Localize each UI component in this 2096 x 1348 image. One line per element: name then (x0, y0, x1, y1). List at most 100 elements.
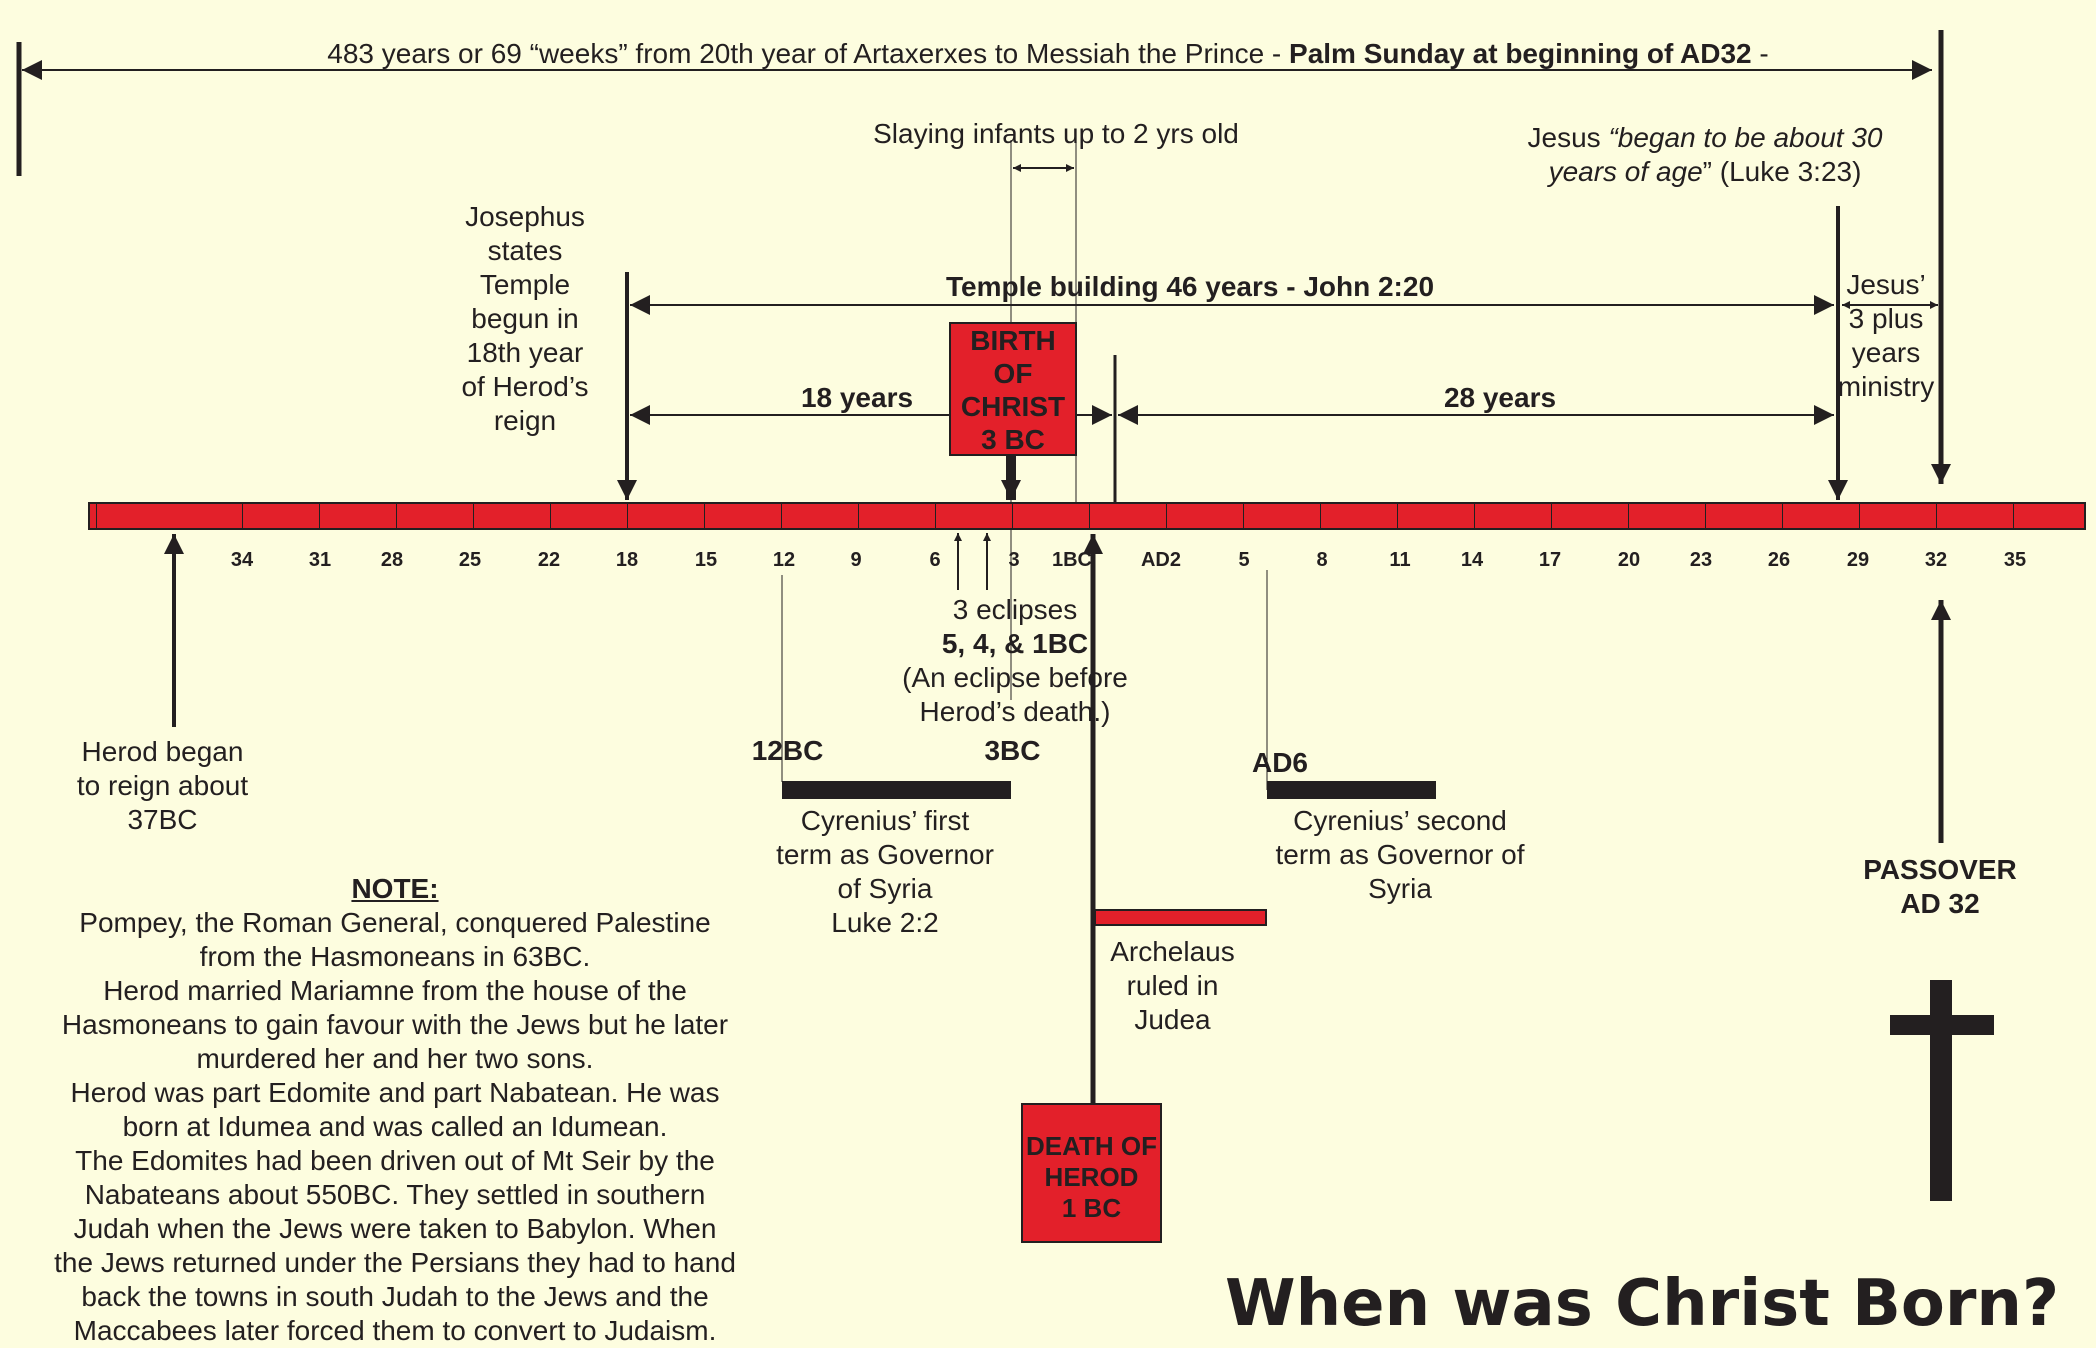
death-box-line: 1 BC (1061, 1193, 1122, 1223)
note-line: murdered her and her two sons. (196, 1043, 594, 1074)
herod-began-line: to reign about (76, 770, 249, 801)
cyrenius2-label: Cyrenius’ second term as Governor of Syr… (1255, 804, 1545, 906)
archelaus-line: ruled in (1126, 970, 1219, 1001)
eclipses-label: 3 eclipses 5, 4, & 1BC (An eclipse befor… (860, 593, 1170, 729)
note-line: born at Idumea and was called an Idumean… (122, 1111, 668, 1142)
cyrenius1-line: Cyrenius’ first (800, 805, 970, 836)
cyrenius1-start-label: 12BC (751, 735, 824, 766)
tick-label: 15 (694, 549, 718, 571)
birth-of-christ-box: BIRTH OF CHRIST 3 BC (949, 322, 1077, 456)
tick-label: 26 (1767, 549, 1791, 571)
birth-box-line: 3 BC (981, 424, 1045, 455)
tick-label: 3 (1008, 549, 1020, 571)
note-line: Maccabees later forced them to convert t… (73, 1315, 717, 1346)
josephus-line: Josephus (465, 201, 585, 232)
note-line: The Edomites had been driven out of Mt S… (75, 1145, 715, 1176)
tick-label: 11 (1389, 549, 1411, 571)
cyrenius2-bar (1267, 781, 1436, 799)
herod-began-line: Herod began (81, 736, 244, 767)
note-block: NOTE: Pompey, the Roman General, conquer… (10, 872, 780, 1348)
tick-label: 12 (772, 549, 796, 571)
archelaus-line: Judea (1134, 1004, 1211, 1035)
tick-label: 34 (230, 549, 254, 571)
tick-label: 29 (1846, 549, 1870, 571)
josephus-line: begun in (471, 303, 579, 334)
note-line: Pompey, the Roman General, conquered Pal… (79, 907, 711, 938)
josephus-line: of Herod’s (461, 371, 589, 402)
herod-began-line: 37BC (127, 804, 198, 835)
cyrenius2-line: Syria (1368, 873, 1432, 904)
cyrenius2-line: Cyrenius’ second (1293, 805, 1507, 836)
passover-label: PASSOVER AD 32 (1830, 853, 2050, 921)
cyrenius1-label: Cyrenius’ first term as Governor of Syri… (750, 804, 1020, 940)
slaying-label: Slaying infants up to 2 yrs old (873, 118, 1239, 149)
tick-label: 18 (615, 549, 639, 571)
cyrenius1-line: Luke 2:2 (831, 907, 939, 938)
tick-label: 9 (850, 549, 862, 571)
tick-label: 5 (1238, 549, 1250, 571)
tick-label: AD2 (1140, 549, 1181, 571)
ministry-label: Jesus’ 3 plus years ministry (1836, 268, 1936, 404)
birth-box-line: CHRIST (960, 391, 1066, 422)
death-box-line: DEATH OF (1026, 1131, 1157, 1161)
eclipses-line: (An eclipse before (902, 662, 1128, 693)
tick-label: 22 (537, 549, 561, 571)
note-line: the Jews returned under the Persians the… (54, 1247, 736, 1278)
jesus-age-plain-1: Jesus (1527, 122, 1609, 153)
tick-label: 6 (929, 549, 941, 571)
span-bold-text: Palm Sunday at beginning of AD32 (1289, 38, 1752, 69)
timeline-bar (88, 502, 2086, 530)
tick-label: 25 (458, 549, 482, 571)
death-of-herod-box: DEATH OF HEROD 1 BC (1021, 1103, 1162, 1243)
note-line: from the Hasmoneans in 63BC. (199, 941, 591, 972)
birth-box-line: BIRTH (970, 325, 1056, 356)
note-line: Herod married Mariamne from the house of… (103, 975, 687, 1006)
note-line: Judah when the Jews were taken to Babylo… (73, 1213, 717, 1244)
jesus-age-italic-1: “began to be about 30 (1608, 122, 1883, 153)
josephus-line: reign (493, 405, 557, 436)
ministry-line: years (1851, 337, 1921, 368)
twentyeight-years-label: 28 years (1443, 382, 1557, 413)
death-box-line: HEROD (1044, 1162, 1139, 1192)
jesus-age-plain-2: ” (Luke 3:23) (1702, 156, 1862, 187)
cyrenius2-line: term as Governor of (1275, 839, 1525, 870)
note-heading: NOTE: (351, 873, 439, 904)
eighteen-years-label: 18 years (800, 382, 914, 413)
note-line: back the towns in south Judah to the Jew… (81, 1281, 709, 1312)
archelaus-line: Archelaus (1110, 936, 1235, 967)
birth-box-line: OF (993, 358, 1033, 389)
tick-label: 31 (308, 549, 332, 571)
tick-label: 20 (1617, 549, 1641, 571)
ministry-line: 3 plus (1848, 303, 1924, 334)
span-tail-text: - (1751, 38, 1769, 69)
josephus-line: states (487, 235, 563, 266)
cyrenius1-line: of Syria (837, 873, 933, 904)
cross-icon (1930, 980, 1952, 1201)
eclipses-line: 3 eclipses (952, 594, 1078, 625)
span-label: 483 years or 69 “weeks” from 20th year o… (0, 37, 2096, 71)
page-title: When was Christ Born? (1225, 1267, 2060, 1341)
ministry-line: ministry (1837, 371, 1935, 402)
tick-label: 23 (1689, 549, 1713, 571)
tick-label: 14 (1460, 549, 1484, 571)
ministry-line: Jesus’ (1846, 269, 1926, 300)
josephus-line: 18th year (466, 337, 584, 368)
jesus-age-label: Jesus “began to be about 30 years of age… (1480, 121, 1930, 189)
archelaus-label: Archelaus ruled in Judea (1090, 935, 1255, 1037)
passover-line: PASSOVER (1863, 854, 2017, 885)
cyrenius1-line: term as Governor (776, 839, 994, 870)
tick-label: 28 (380, 549, 404, 571)
eclipses-line: Herod’s death.) (919, 696, 1111, 727)
eclipses-line-bold: 5, 4, & 1BC (941, 628, 1089, 659)
jesus-age-italic-2: years of age (1548, 156, 1703, 187)
tick-label: 35 (2003, 549, 2027, 571)
herod-began-label: Herod began to reign about 37BC (50, 735, 275, 837)
cyrenius2-start-label: AD6 (1251, 747, 1308, 778)
note-line: Nabateans about 550BC. They settled in s… (84, 1179, 706, 1210)
note-line: Herod was part Edomite and part Nabatean… (70, 1077, 720, 1108)
josephus-label: Josephus states Temple begun in 18th yea… (430, 200, 620, 438)
tick-label: 17 (1538, 549, 1562, 571)
tick-label: 32 (1924, 549, 1948, 571)
